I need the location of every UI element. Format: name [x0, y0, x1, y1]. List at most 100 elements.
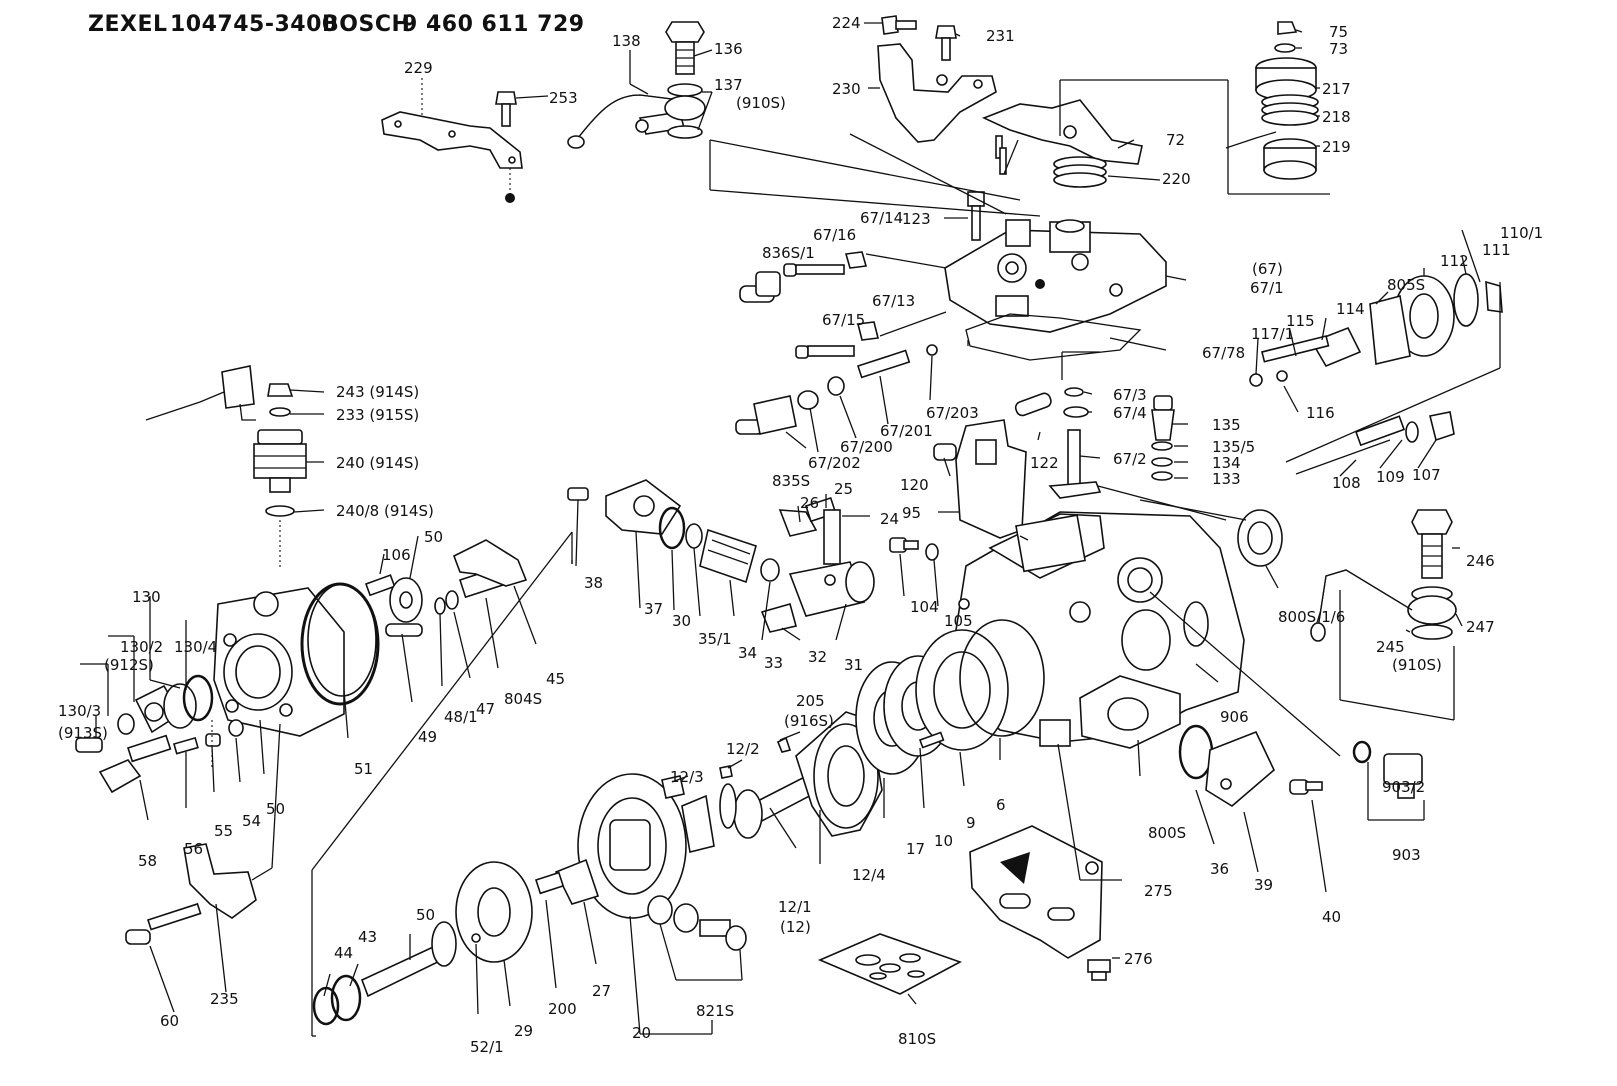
- part-275-mounting-bracket: [969, 825, 1111, 981]
- label-50b: 50: [266, 800, 285, 818]
- header-zexel-part-number: 104745-3400: [170, 12, 338, 37]
- label-110-1: 110/1: [1500, 224, 1543, 242]
- label-50c: 50: [416, 906, 435, 924]
- part-108-adjust-screw: [1295, 411, 1455, 475]
- label-49: 49: [418, 728, 437, 746]
- label-804s: 804S: [504, 690, 542, 708]
- label-105: 105: [944, 612, 973, 630]
- label-109: 109: [1376, 468, 1405, 486]
- label-135-5: 135/5: [1212, 438, 1255, 456]
- label-253: 253: [549, 89, 578, 107]
- label-903-2: 903/2: [1382, 778, 1425, 796]
- label-247: 247: [1466, 618, 1495, 636]
- part-45-804s-valve-group: [364, 539, 528, 637]
- part-58-bleed-screw: [98, 719, 244, 794]
- part-37-cam-group: [567, 479, 780, 584]
- label-903: 903: [1392, 846, 1421, 864]
- part-821s-parts: [647, 895, 747, 951]
- part-67-2-shaft: [1048, 429, 1102, 499]
- label-35-1: 35/1: [698, 630, 732, 648]
- label-67-15: 67/15: [822, 311, 865, 329]
- label-130: 130: [132, 588, 161, 606]
- label-130-3-913s: (913S): [58, 724, 108, 742]
- part-224-bolt: [881, 15, 917, 35]
- part-120-plug: [933, 443, 957, 461]
- label-135: 135: [1212, 416, 1241, 434]
- label-836s-1: 836S/1: [762, 244, 815, 262]
- part-136-banjo-bolt: [664, 21, 706, 139]
- label-12-3: 12/3: [670, 768, 704, 786]
- label-906: 906: [1220, 708, 1249, 726]
- label-6: 6: [996, 796, 1006, 814]
- label-220: 220: [1162, 170, 1191, 188]
- label-275: 275: [1144, 882, 1173, 900]
- part-122-spring: [1014, 392, 1052, 417]
- label-835s: 835S: [772, 472, 810, 490]
- label-56: 56: [184, 840, 203, 858]
- part-labels: 229 253 138 136 137 (910S) 224 231 230 7…: [58, 14, 1543, 1056]
- label-205-916s: (916S): [784, 712, 834, 730]
- label-67-78: 67/78: [1202, 344, 1245, 362]
- part-104-screw: [889, 537, 939, 561]
- label-58: 58: [138, 852, 157, 870]
- part-800s-1-6-seal: [1237, 509, 1283, 567]
- label-136: 136: [714, 40, 743, 58]
- label-20: 20: [632, 1024, 651, 1042]
- label-67-202: 67/202: [808, 454, 861, 472]
- label-130-4: 130/4: [174, 638, 217, 656]
- label-12-2: 12/2: [726, 740, 760, 758]
- label-246: 246: [1466, 552, 1495, 570]
- label-130-2-912s: (912S): [104, 656, 154, 674]
- label-821s: 821S: [696, 1002, 734, 1020]
- label-67-16: 67/16: [813, 226, 856, 244]
- part-231-bolt: [935, 25, 957, 61]
- label-219: 219: [1322, 138, 1351, 156]
- part-67-15-screw: [795, 321, 879, 359]
- label-54: 54: [242, 812, 261, 830]
- header-brand-bosch: BOSCH: [322, 12, 411, 37]
- label-114: 114: [1336, 300, 1365, 318]
- label-48-1: 48/1: [444, 708, 478, 726]
- part-130-distributor-head: [213, 582, 380, 737]
- part-229-bracket: [381, 78, 523, 203]
- label-67-3: 67/3: [1113, 386, 1147, 404]
- label-810s: 810S: [898, 1030, 936, 1048]
- label-130-2: 130/2: [120, 638, 163, 656]
- label-29: 29: [514, 1022, 533, 1040]
- label-67-203: 67/203: [926, 404, 979, 422]
- part-72-governor-lever: [981, 99, 1143, 175]
- label-40: 40: [1322, 908, 1341, 926]
- label-240-8: 240/8 (914S): [336, 502, 434, 520]
- label-218: 218: [1322, 108, 1351, 126]
- label-276: 276: [1124, 950, 1153, 968]
- label-50a: 50: [424, 528, 443, 546]
- label-67-2: 67/2: [1113, 450, 1147, 468]
- label-120: 120: [900, 476, 929, 494]
- label-72: 72: [1166, 131, 1185, 149]
- part-240-fuel-cut-solenoid: [145, 365, 307, 568]
- label-138: 138: [612, 32, 641, 50]
- part-31-plunger-group: [760, 496, 875, 633]
- label-123: 123: [902, 210, 931, 228]
- label-51: 51: [354, 760, 373, 778]
- label-200: 200: [548, 1000, 577, 1018]
- part-95-lever-assembly: [955, 419, 1027, 539]
- label-133: 133: [1212, 470, 1241, 488]
- label-217: 217: [1322, 80, 1351, 98]
- part-230-bracket: [877, 43, 997, 143]
- label-43: 43: [358, 928, 377, 946]
- part-67-governor-cover: [944, 219, 1167, 361]
- label-25: 25: [834, 480, 853, 498]
- label-67-1: 67/1: [1250, 279, 1284, 297]
- part-253-bolt: [495, 91, 517, 127]
- label-67-201: 67/201: [880, 422, 933, 440]
- part-220-spring: [1053, 156, 1107, 188]
- label-115: 115: [1286, 312, 1315, 330]
- label-39: 39: [1254, 876, 1273, 894]
- label-31: 31: [844, 656, 863, 674]
- leader-lines: [80, 22, 1501, 1037]
- label-805s: 805S: [1387, 276, 1425, 294]
- label-116: 116: [1306, 404, 1335, 422]
- label-112: 112: [1440, 252, 1469, 270]
- label-17: 17: [906, 840, 925, 858]
